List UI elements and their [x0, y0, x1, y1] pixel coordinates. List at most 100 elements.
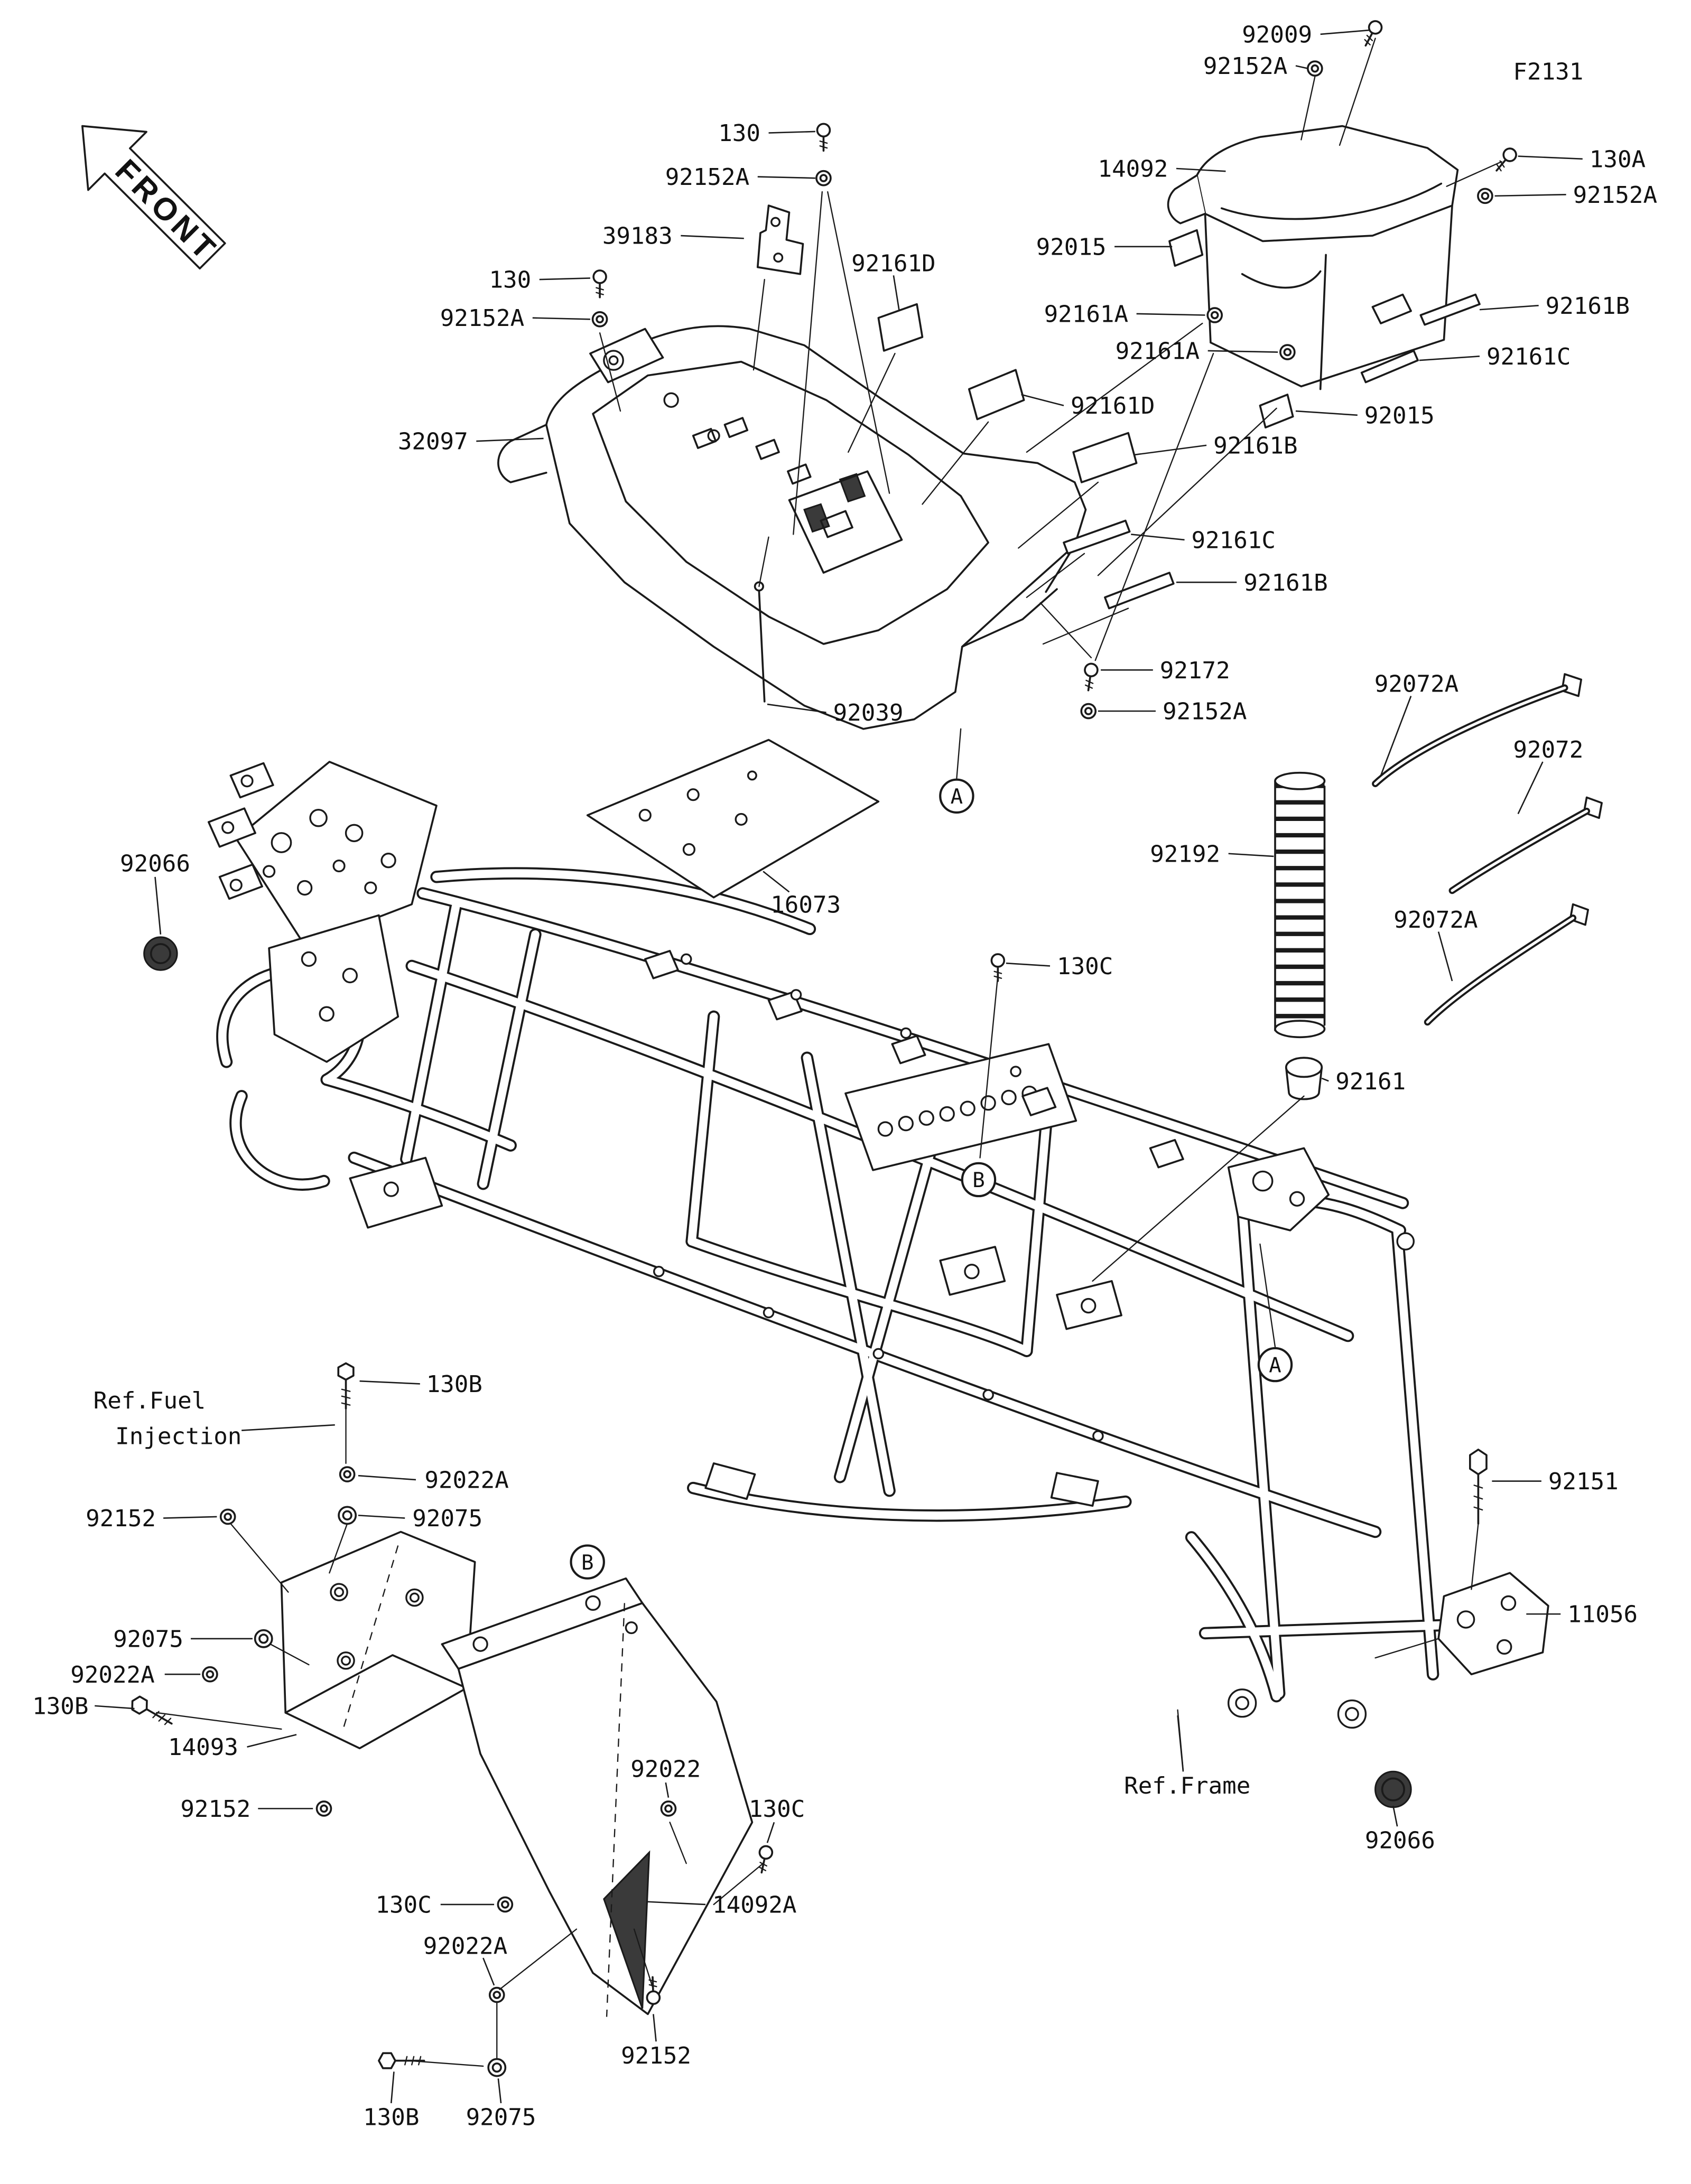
part-label-130B: 130B — [426, 1371, 482, 1398]
battery-case-14092 — [1167, 125, 1459, 390]
leader-line — [647, 1901, 706, 1906]
grommet-92161 — [1285, 1057, 1323, 1100]
part-label-Ref.Frame: Ref.Frame — [1124, 1772, 1250, 1799]
leader-line — [1380, 696, 1412, 776]
grommet-92075 — [254, 1629, 273, 1648]
leader-line — [532, 317, 590, 320]
leader-line — [1437, 931, 1453, 982]
part-label-92161C: 92161C — [1192, 527, 1276, 554]
part-label-92039: 92039 — [833, 699, 904, 726]
leader-line — [154, 876, 162, 935]
leader-line — [766, 1822, 775, 1843]
cable-tie-92072A-top — [1372, 673, 1583, 787]
leader-line — [1494, 193, 1566, 197]
part-label-92161B: 92161B — [1213, 432, 1297, 459]
part-label-92172: 92172 — [1160, 657, 1230, 684]
leader-line — [1207, 350, 1278, 353]
part-label-14093: 14093 — [168, 1734, 238, 1761]
part-label-92022: 92022 — [630, 1756, 701, 1783]
callout-circle-A — [939, 778, 974, 814]
guard-14092A — [441, 1577, 754, 2017]
part-label-130B: 130B — [363, 2104, 419, 2131]
leader-line — [358, 1515, 405, 1519]
rivet-92161A — [1279, 344, 1296, 360]
part-label-92161A: 92161A — [1116, 338, 1200, 365]
front-arrow-label: FRONT — [108, 152, 225, 268]
leader-line — [241, 1424, 335, 1431]
part-label-92015: 92015 — [1364, 402, 1435, 429]
screw-130 — [592, 269, 607, 298]
part-label-92152A: 92152A — [1573, 182, 1657, 209]
leader-line — [1006, 962, 1051, 967]
leader-line — [763, 871, 790, 893]
leader-line — [681, 235, 744, 239]
grommet-92075 — [338, 1506, 357, 1525]
leader-lines — [95, 29, 1583, 2104]
leader-line — [476, 437, 544, 442]
cable-tie-92072 — [1448, 796, 1603, 894]
part-label-92152: 92152 — [86, 1505, 156, 1532]
damper-pads — [877, 229, 1481, 610]
screw-92009 — [1359, 17, 1385, 50]
leader-line — [1321, 1077, 1329, 1082]
leader-line — [768, 130, 815, 134]
part-label-92022A: 92022A — [424, 1467, 508, 1494]
cable-tie-92072A-bottom — [1424, 903, 1590, 1026]
part-label-Ref.Fuel: Ref.Fuel — [94, 1387, 206, 1414]
part-label-130A: 130A — [1590, 146, 1646, 173]
leader-line — [1021, 394, 1064, 406]
washer-92022A — [202, 1666, 218, 1683]
leader-line — [767, 703, 826, 713]
grommet-92075 — [487, 2058, 507, 2077]
part-label-39183: 39183 — [602, 223, 673, 250]
callout-circle-B — [961, 1162, 997, 1198]
part-label-92152: 92152 — [621, 2042, 691, 2069]
leader-line — [482, 1957, 495, 1986]
part-label-92066: 92066 — [120, 850, 190, 877]
part-label-130C: 130C — [375, 1892, 431, 1919]
leader-line — [1517, 761, 1544, 815]
bolt-92151 — [1469, 1449, 1488, 1525]
leader-line — [539, 277, 590, 281]
nut-92152A — [1306, 60, 1323, 77]
part-label-130: 130 — [489, 267, 531, 294]
washer-92022A — [488, 1986, 505, 2003]
nut-92152A — [1080, 703, 1097, 720]
leader-line — [1419, 356, 1480, 361]
part-label-92161B: 92161B — [1546, 293, 1630, 320]
part-label-14092A: 14092A — [712, 1892, 796, 1919]
leader-line — [1518, 155, 1583, 160]
callout-circle-A — [1257, 1347, 1293, 1383]
callout-circle-B — [570, 1544, 605, 1580]
leader-line — [1392, 1805, 1398, 1827]
leader-line — [1131, 534, 1185, 541]
frame-gussets — [207, 761, 1415, 1729]
leader-line — [893, 275, 900, 310]
callout-letter-B: B — [972, 1169, 984, 1192]
part-label-130C: 130C — [1057, 953, 1113, 980]
leader-line — [1295, 65, 1308, 69]
part-label-F2131: F2131 — [1513, 58, 1583, 85]
part-label-92152A: 92152A — [1203, 53, 1287, 80]
screw-130 — [816, 123, 831, 152]
bracket-39183 — [756, 204, 804, 275]
guard-14093 — [280, 1530, 476, 1750]
part-label-92066: 92066 — [1365, 1827, 1435, 1854]
part-label-92075: 92075 — [466, 2104, 536, 2131]
leader-line — [1320, 29, 1370, 35]
nut-92152A — [1477, 188, 1493, 204]
leader-line — [1479, 305, 1539, 311]
part-label-92152: 92152 — [180, 1796, 250, 1823]
part-label-92192: 92192 — [1150, 841, 1220, 867]
front-direction-arrow: FRONT — [81, 125, 226, 269]
nut-130C — [497, 1896, 514, 1913]
part-label-92152A: 92152A — [665, 164, 749, 191]
part-label-92161B: 92161B — [1243, 570, 1327, 596]
leader-line — [358, 1474, 416, 1481]
part-label-92151: 92151 — [1548, 1468, 1619, 1495]
part-label-92075: 92075 — [412, 1505, 482, 1532]
leader-line — [1177, 1715, 1184, 1772]
